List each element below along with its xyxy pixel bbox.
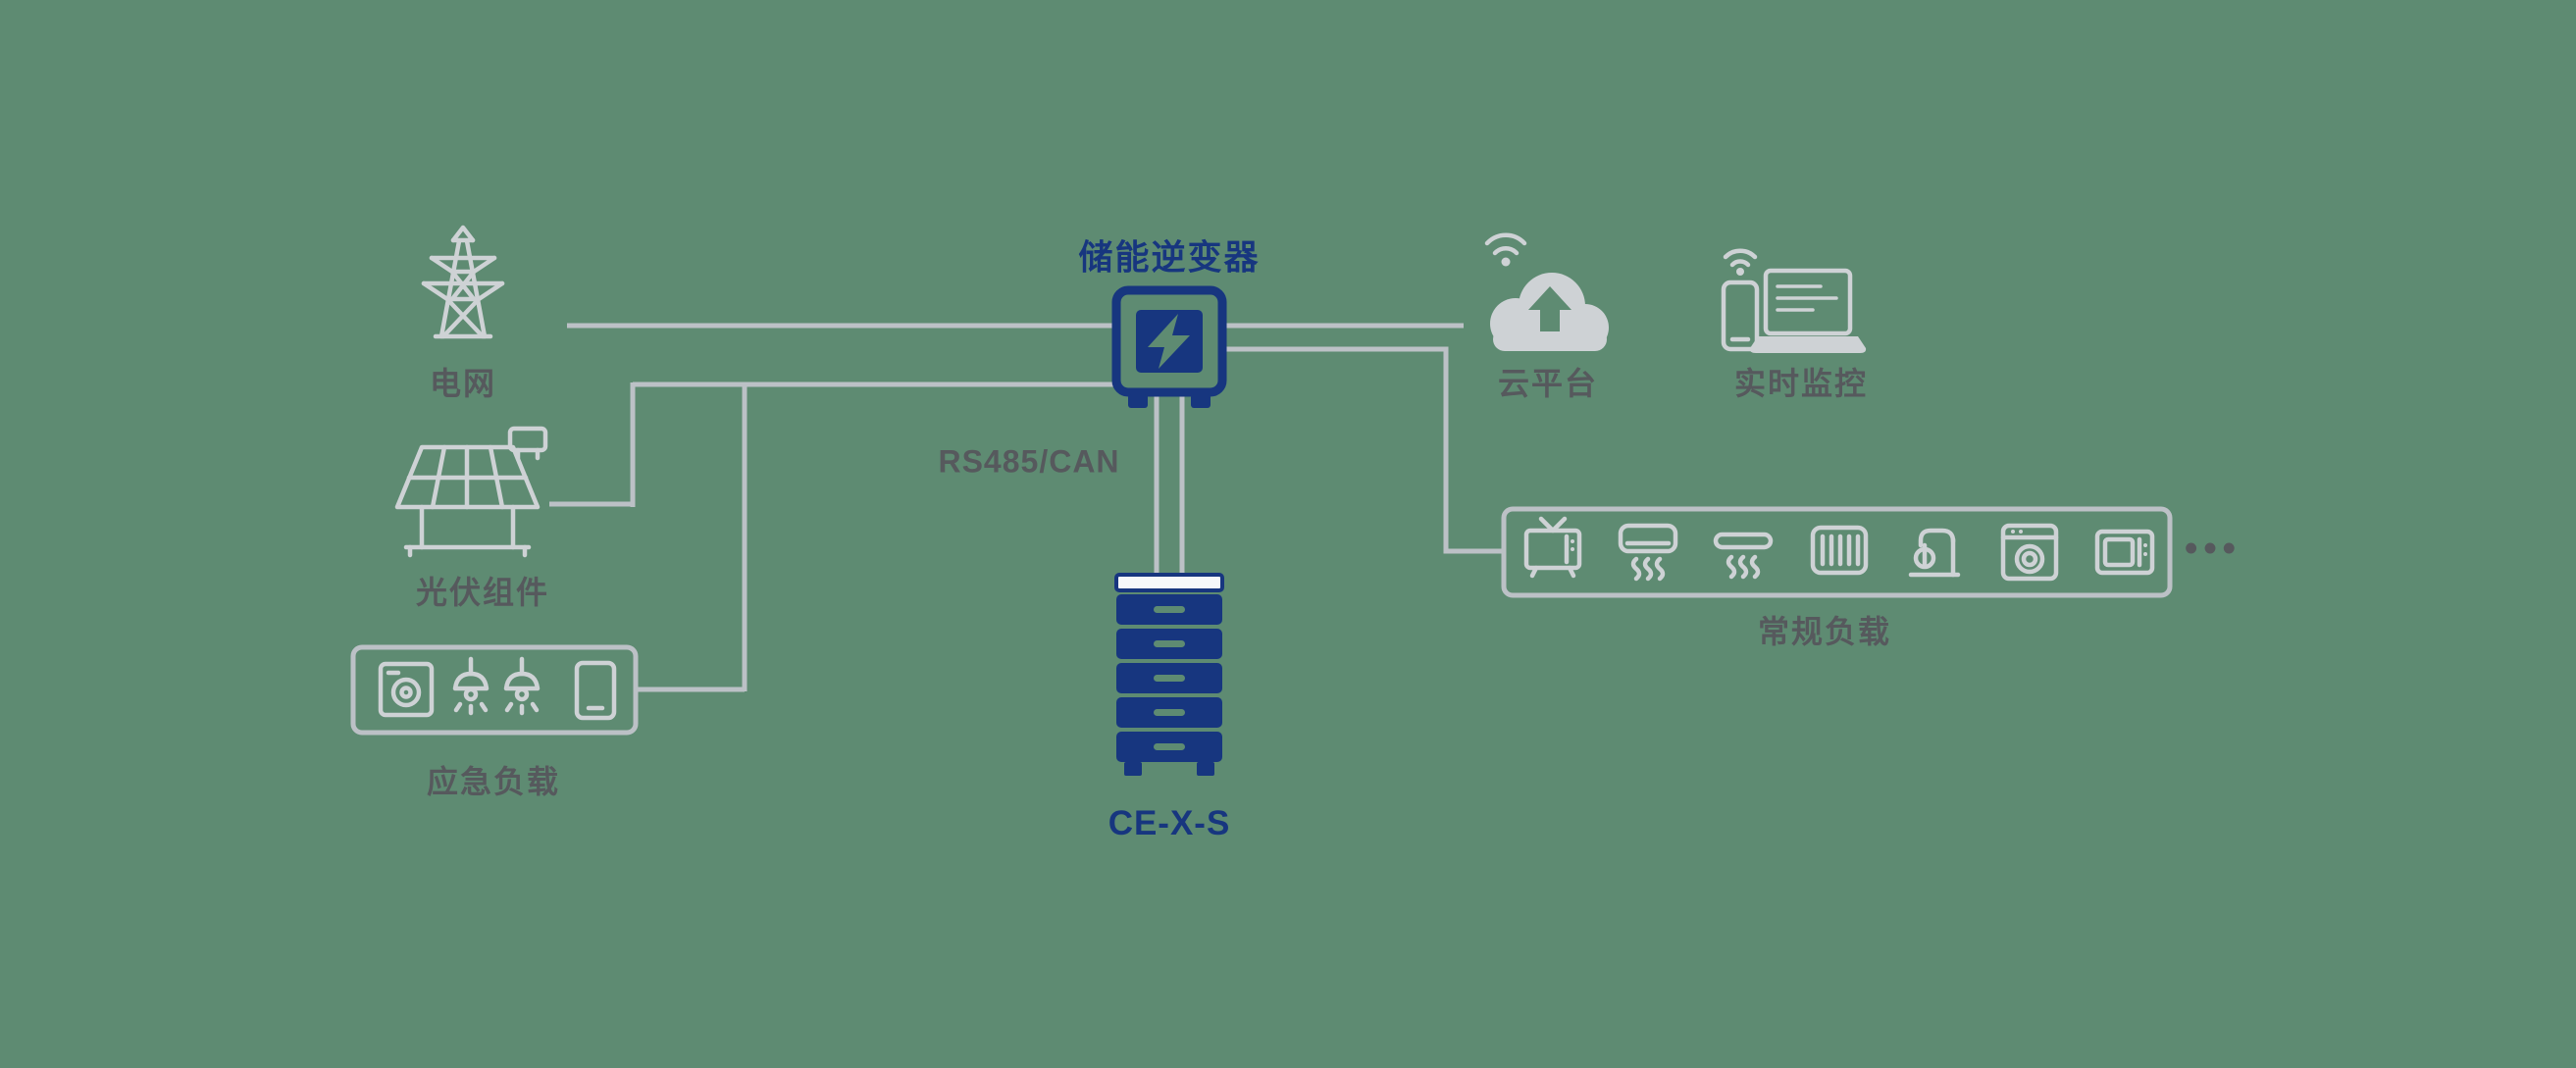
cloud-label: 云平台 (1497, 366, 1599, 401)
more-loads-ellipsis: ••• (2185, 528, 2241, 570)
pv-label: 光伏组件 (415, 575, 550, 610)
battery-icon (1114, 573, 1224, 776)
battery-label: CE-X-S (1108, 804, 1231, 842)
air-conditioner-icon (1618, 523, 1678, 582)
inverter-icon (1111, 285, 1227, 408)
emergency-load-label: 应急负载 (426, 764, 561, 799)
cloud-icon (1490, 273, 1609, 351)
cloud-wifi-icon (1484, 232, 1527, 267)
lightning-bolt-icon (1148, 314, 1190, 369)
range-hood-icon (1713, 532, 1774, 580)
line-emergency-branch (636, 382, 747, 692)
transmission-tower-icon (421, 225, 505, 339)
line-inverter-to-regular-load (1218, 346, 1502, 554)
pendant-lamps-icon (452, 656, 541, 716)
line-pv-branch (549, 382, 636, 507)
upload-arrow-icon (1528, 286, 1571, 331)
smartphone-wifi-icon (1721, 248, 1760, 352)
regular-load-label: 常规负载 (1757, 614, 1892, 649)
solar-panel-icon (394, 426, 548, 558)
connection-lines (549, 323, 1502, 692)
microwave-icon (2094, 529, 2155, 576)
cabinet-icon (378, 661, 435, 718)
regular-load-box (1501, 506, 2173, 598)
emergency-load-box (350, 644, 639, 736)
inverter-title: 储能逆变器 (1078, 238, 1261, 278)
smartphone-icon (574, 660, 617, 721)
tv-icon (1523, 516, 1582, 579)
monitoring-label: 实时监控 (1733, 366, 1869, 401)
bus-label: RS485/CAN (938, 443, 1120, 480)
washing-machine-icon (2000, 523, 2059, 582)
radiator-icon (1810, 525, 1869, 576)
laptop-icon (1749, 268, 1867, 353)
mixer-icon (1908, 528, 1961, 578)
grid-label: 电网 (429, 366, 497, 401)
